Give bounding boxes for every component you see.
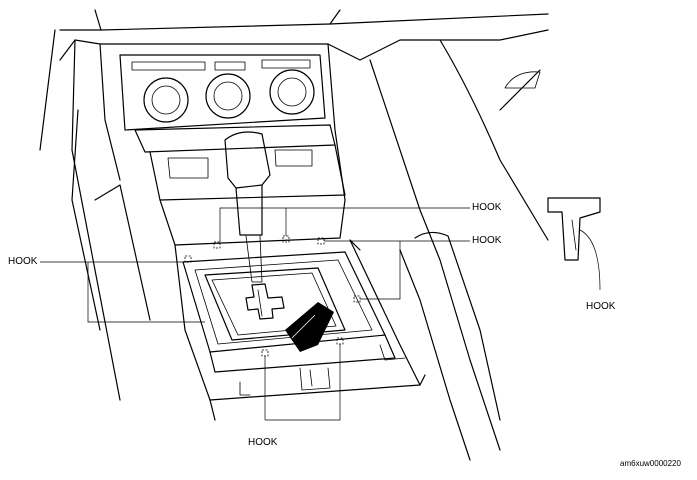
clip-detail-icon	[547, 197, 601, 261]
left-knob-icon	[143, 77, 189, 123]
figure-code: am6xuw0000220	[620, 459, 681, 468]
center-knob-icon	[205, 73, 251, 119]
shift-lock-cover-icon	[285, 302, 334, 352]
hook-label-left: HOOK	[8, 256, 38, 267]
hook-label-top-right: HOOK	[472, 202, 502, 213]
hook-label-mid-right: HOOK	[472, 235, 502, 246]
hook-label-detail: HOOK	[586, 301, 616, 312]
shift-knob-icon	[224, 131, 271, 189]
hook-label-bottom: HOOK	[248, 437, 278, 448]
shift-panel-bezel	[182, 251, 386, 353]
right-knob-icon	[269, 69, 315, 115]
